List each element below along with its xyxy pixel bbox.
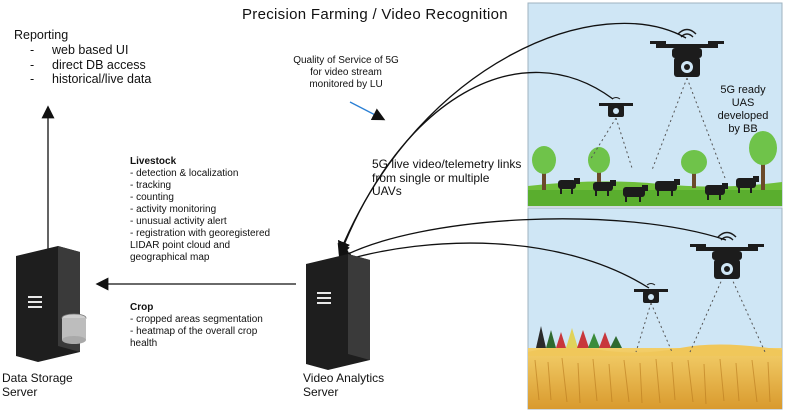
reporting-list: web based UI direct DB access historical…: [30, 43, 151, 87]
uas-note: 5G ready UAS developed by BB: [717, 84, 769, 135]
video-analytics-server-label-line: Video Analytics: [303, 371, 385, 385]
data-storage-server-icon: [16, 246, 87, 362]
crop-item: health: [130, 338, 158, 349]
livestock-item: - unusual activity alert: [130, 216, 227, 227]
data-storage-server-label-line: Data Storage: [2, 371, 73, 385]
page-title: Precision Farming / Video Recognition: [242, 6, 508, 23]
livestock-item: - detection & localization: [130, 168, 239, 179]
cow-icon: [623, 185, 648, 202]
livestock-item: - registration with georegistered: [130, 228, 271, 239]
crop-item: - heatmap of the overall crop: [130, 326, 258, 337]
qos-note: Quality of Service of 5G for video strea…: [293, 55, 399, 90]
data-storage-server-label: Data Storage Server: [2, 371, 73, 399]
cow-icon: [593, 180, 616, 196]
reporting-item: historical/live data: [30, 72, 151, 87]
livestock-item: geographical map: [130, 252, 210, 263]
cow-icon: [655, 179, 680, 196]
crop-block: Crop - cropped areas segmentation - heat…: [130, 302, 263, 350]
crop-list: - cropped areas segmentation - heatmap o…: [130, 314, 263, 350]
livestock-block: Livestock - detection & localization - t…: [130, 156, 270, 264]
livestock-item: - tracking: [130, 180, 172, 191]
livestock-item: LIDAR point cloud and: [130, 240, 231, 251]
video-analytics-server-icon: [306, 254, 370, 370]
tree-icon: [681, 150, 707, 188]
reporting-item: web based UI: [30, 43, 151, 58]
video-analytics-server-label-line: Server: [303, 385, 339, 399]
livestock-scene-panel: [527, 2, 783, 207]
crop-scene-panel: [527, 207, 783, 410]
large-drone-icon: [690, 231, 764, 279]
livestock-item: - counting: [130, 192, 174, 203]
cow-icon: [736, 176, 759, 193]
large-drone-icon: [650, 28, 724, 77]
cow-icon: [558, 178, 580, 194]
crop-heading: Crop: [130, 302, 154, 313]
links-note: 5G live video/telemetry links from singl…: [372, 157, 522, 198]
forest-treeline: [536, 326, 622, 348]
reporting-heading: Reporting: [14, 28, 69, 42]
crop-item: - cropped areas segmentation: [130, 314, 263, 325]
livestock-heading: Livestock: [130, 156, 177, 167]
qos-pointer-arrow: [349, 101, 386, 121]
tree-icon: [588, 147, 610, 188]
livestock-item: - activity monitoring: [130, 204, 217, 215]
cow-icon: [705, 183, 728, 200]
small-drone-icon: [599, 97, 633, 117]
reporting-item: direct DB access: [30, 58, 151, 73]
livestock-list: - detection & localization - tracking - …: [130, 168, 270, 264]
video-analytics-server-label: Video Analytics Server: [303, 371, 384, 399]
small-drone-icon: [634, 283, 668, 303]
tree-icon: [749, 131, 777, 190]
telemetry-arrows: [337, 22, 727, 289]
tree-icon: [532, 146, 556, 190]
data-storage-server-label-line: Server: [2, 385, 38, 399]
